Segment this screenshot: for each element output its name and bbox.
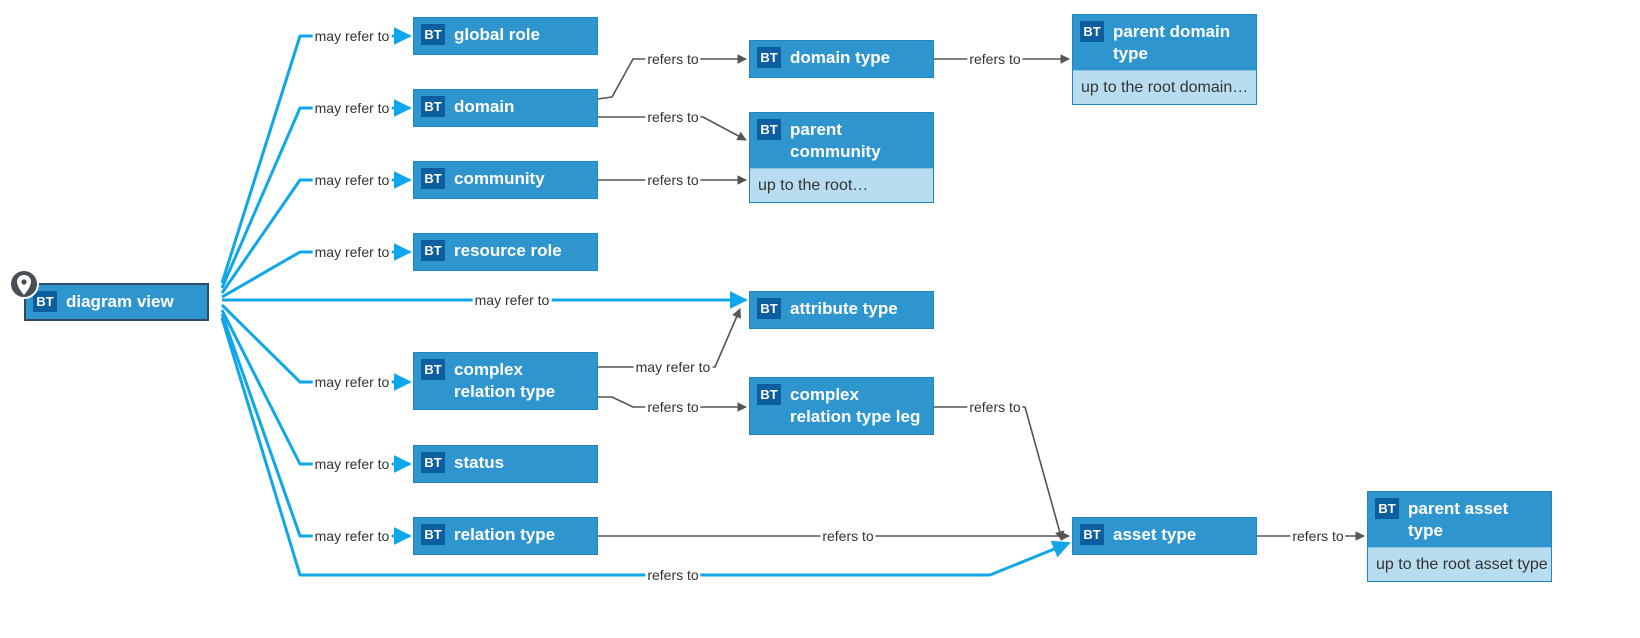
edge-label: refers to (645, 399, 701, 415)
edge-label: may refer to (312, 456, 392, 472)
node-domain-type[interactable]: BT domain type (749, 40, 934, 78)
node-parent-asset-type[interactable]: BT parent asset type up to the root asset … (1367, 491, 1552, 582)
node-sublabel: up to the root asset type (1368, 547, 1551, 581)
edge-diagram-view-to-asset-type[interactable] (220, 317, 1071, 577)
edge-label: refers to (645, 172, 701, 188)
edge-label: may refer to (312, 374, 392, 390)
node-sublabel: up to the root domain… (1073, 70, 1256, 104)
node-community[interactable]: BT community (413, 161, 598, 199)
edge-label: refers to (820, 528, 876, 544)
node-title: complex relation type leg (790, 385, 921, 426)
edge-domain-to-parent-community[interactable] (598, 116, 747, 141)
node-domain[interactable]: BT domain (413, 89, 598, 127)
node-status[interactable]: BT status (413, 445, 598, 483)
node-attribute-type[interactable]: BT attribute type (749, 291, 934, 329)
business-term-badge: BT (421, 240, 445, 261)
business-term-badge: BT (33, 291, 57, 312)
node-title: relation type (454, 525, 556, 544)
node-global-role[interactable]: BT global role (413, 17, 598, 55)
business-term-badge: BT (421, 452, 445, 473)
node-title: domain type (790, 48, 891, 67)
edge-label: may refer to (472, 292, 552, 308)
business-term-badge: BT (421, 524, 445, 545)
business-term-badge: BT (421, 96, 445, 117)
business-term-badge: BT (757, 119, 781, 140)
location-pin-icon[interactable] (9, 269, 39, 299)
edge-label: refers to (1290, 528, 1346, 544)
node-title: resource role (454, 241, 562, 260)
node-complex-relation-type-leg[interactable]: BT complex relation type leg (749, 377, 934, 435)
business-term-badge: BT (1080, 21, 1104, 42)
business-term-badge: BT (757, 384, 781, 405)
node-title: status (454, 453, 505, 472)
node-complex-relation-type[interactable]: BT complex relation type (413, 352, 598, 410)
node-title: diagram view (66, 292, 174, 311)
node-title: complex relation type (454, 360, 556, 401)
node-title: community (454, 169, 545, 188)
edge-label: refers to (967, 399, 1023, 415)
node-title: asset type (1113, 525, 1197, 544)
edge-label: may refer to (312, 528, 392, 544)
node-asset-type[interactable]: BT asset type (1072, 517, 1257, 555)
edge-label: refers to (967, 51, 1023, 67)
node-relation-type[interactable]: BT relation type (413, 517, 598, 555)
business-term-badge: BT (757, 47, 781, 68)
node-title: attribute type (790, 299, 898, 318)
business-term-badge: BT (757, 298, 781, 319)
node-diagram-view[interactable]: BT diagram view (24, 283, 209, 321)
business-term-badge: BT (421, 24, 445, 45)
business-term-badge: BT (421, 359, 445, 380)
edge-label: may refer to (312, 244, 392, 260)
node-parent-community[interactable]: BT parent community up to the root… (749, 112, 934, 203)
edge-label: refers to (645, 109, 701, 125)
node-title: parent community (790, 120, 881, 161)
edge-complex-relation-type-leg-to-asset-type[interactable] (934, 406, 1065, 541)
business-term-badge: BT (421, 168, 445, 189)
edge-label: may refer to (312, 172, 392, 188)
edge-diagram-view-to-complex-relation-type[interactable] (220, 303, 412, 391)
business-term-badge: BT (1080, 524, 1104, 545)
node-title: domain (454, 97, 515, 116)
edge-label: may refer to (633, 359, 713, 375)
node-parent-domain-type[interactable]: BT parent domain type up to the root domai… (1072, 14, 1257, 105)
edge-label: refers to (645, 567, 701, 583)
node-resource-role[interactable]: BT resource role (413, 233, 598, 271)
node-title: global role (454, 25, 540, 44)
business-term-badge: BT (1375, 498, 1399, 519)
edge-label: may refer to (312, 100, 392, 116)
node-title: parent asset type (1408, 499, 1509, 540)
node-sublabel: up to the root… (750, 168, 933, 202)
edge-label: may refer to (312, 28, 392, 44)
edge-label: refers to (645, 51, 701, 67)
edge-diagram-view-to-relation-type[interactable] (220, 313, 412, 545)
node-title: parent domain type (1113, 22, 1231, 63)
